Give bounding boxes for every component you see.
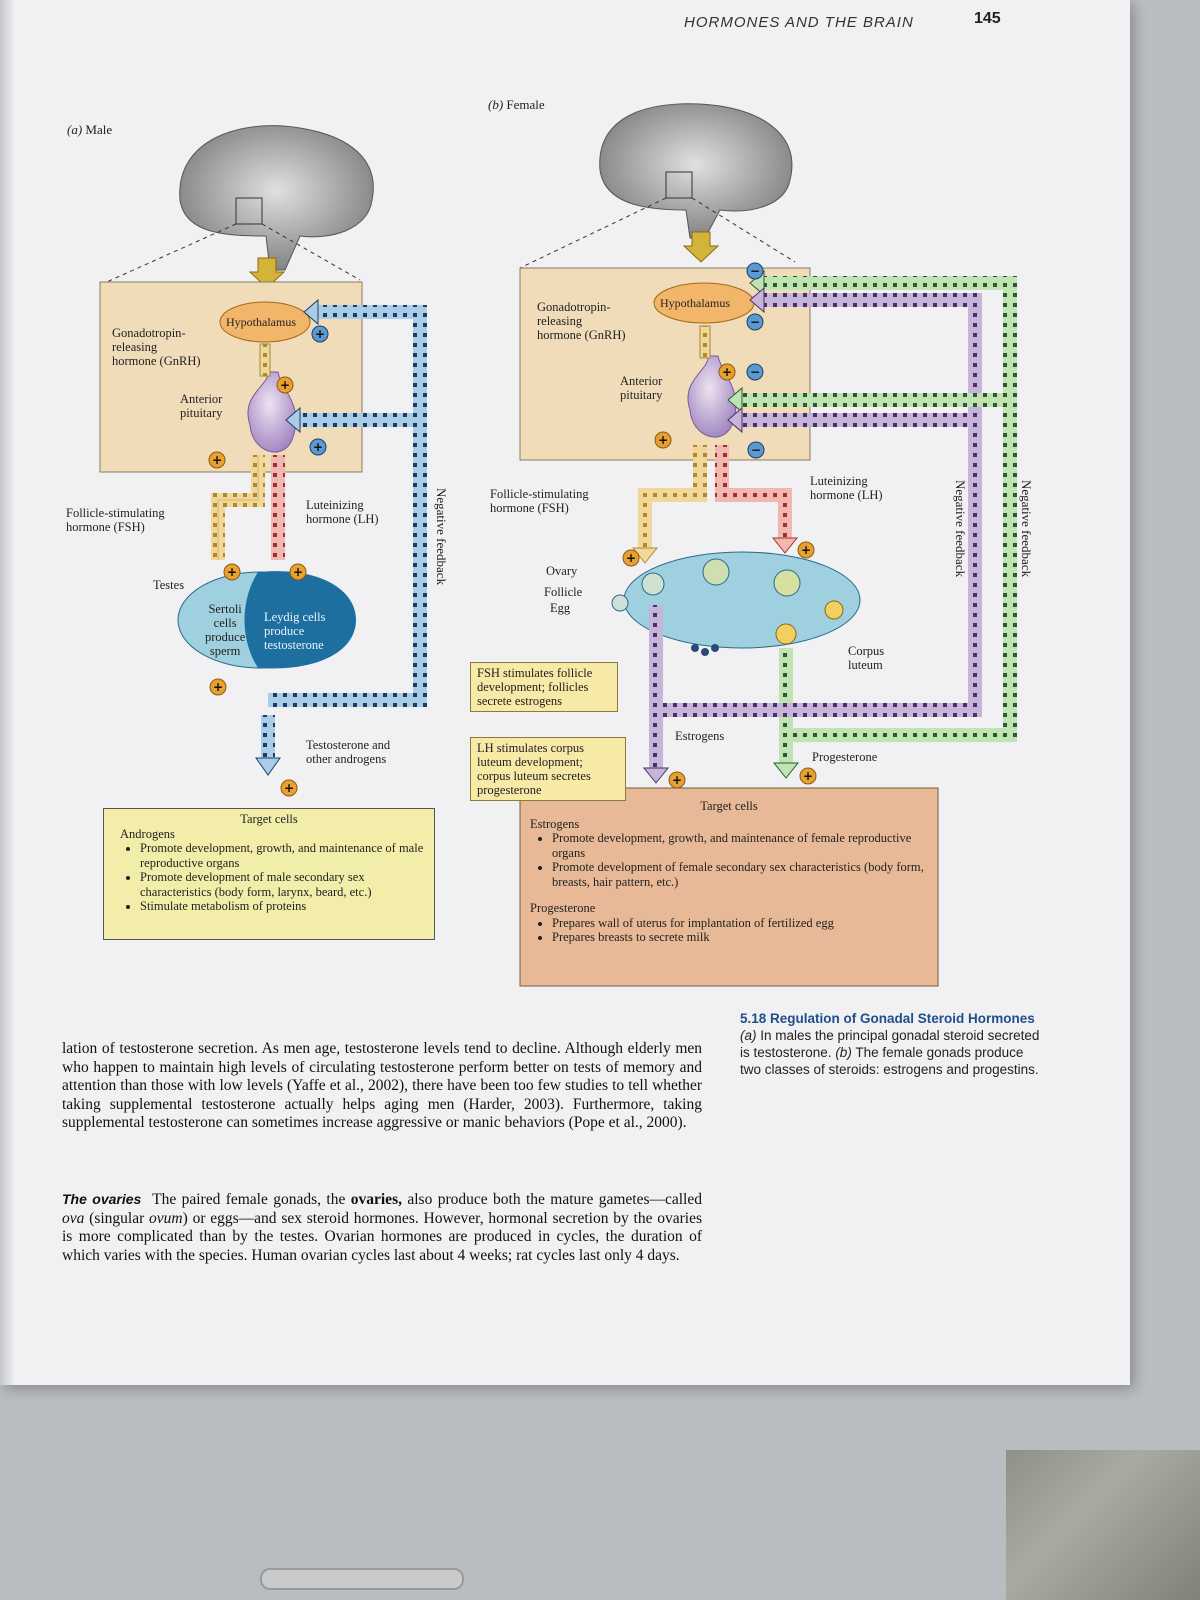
minus-sign-icon: −: [751, 443, 761, 457]
figure-caption: 5.18 Regulation of Gonadal Steroid Hormo…: [740, 1010, 1040, 1078]
plus-sign-icon: +: [212, 453, 222, 467]
plus-sign-icon: +: [315, 327, 325, 341]
progesterone-label: Progesterone: [812, 750, 878, 764]
female-anterior-pituitary-label: Anterior pituitary: [620, 374, 663, 402]
female-progesterone-item: Prepares breasts to secrete milk: [552, 930, 928, 945]
male-target-box: Target cells Androgens Promote developme…: [103, 808, 435, 940]
plus-sign-icon: +: [803, 769, 813, 783]
female-estrogens-heading: Estrogens: [530, 816, 580, 831]
male-brain: [179, 125, 374, 271]
running-head: HORMONES AND THE BRAIN: [684, 14, 914, 31]
plus-sign-icon: +: [280, 378, 290, 392]
plus-sign-icon: +: [284, 781, 294, 795]
female-lh-label: Luteinizing hormone (LH): [810, 474, 883, 502]
minus-sign-icon: −: [750, 365, 760, 379]
female-target-box: [519, 787, 939, 987]
male-down-arrow: [248, 257, 286, 289]
plus-sign-icon: +: [293, 565, 303, 579]
female-progesterone-heading: Progesterone: [530, 901, 596, 915]
male-hypothalamus-label: Hypothalamus: [226, 315, 296, 329]
testes-label: Testes: [153, 578, 185, 592]
minus-sign-icon: −: [750, 315, 760, 329]
male-gnrh-label: Gonadotropin- releasing hormone (GnRH): [112, 326, 201, 368]
male-target-item: Promote development of male secondary se…: [140, 870, 434, 899]
ovary-label: Ovary: [546, 564, 578, 578]
female-target-text: Target cells Estrogens Promote developme…: [530, 799, 928, 945]
female-down-arrow: [682, 231, 720, 263]
sertoli-label: Sertoli cells produce sperm: [205, 602, 246, 658]
corpus-luteum-label: Corpus luteum: [848, 644, 885, 672]
plus-sign-icon: +: [213, 680, 223, 694]
male-negative-feedback-label: Negative feedback: [434, 488, 449, 586]
female-negative-feedback-inner-label: Negative feedback: [953, 480, 968, 578]
panel-b-label: (b) Female: [488, 97, 545, 112]
follicle-label: Follicle: [544, 585, 583, 599]
plus-sign-icon: +: [801, 543, 811, 557]
male-androgens-heading: Androgens: [120, 826, 175, 841]
female-fsh-label: Follicle-stimulating hormone (FSH): [490, 487, 589, 515]
home-indicator-bar[interactable]: [260, 1568, 464, 1590]
male-target-item: Stimulate metabolism of proteins: [140, 899, 434, 914]
egg-label: Egg: [550, 601, 571, 615]
caption-a-text: In males the principal gonadal steroid s…: [740, 1028, 1040, 1060]
female-estrogen-item: Promote development, growth, and mainten…: [552, 831, 928, 860]
female-signs: − − + − + − + + + +: [622, 262, 817, 789]
female-brain: [599, 103, 793, 239]
fsh-stimulates-box: FSH stimulates follicle development; fol…: [470, 662, 618, 712]
leydig-label: Leydig cells produce testosterone: [264, 610, 326, 652]
page-gutter: [0, 0, 14, 1385]
male-fsh-label: Follicle-stimulating hormone (FSH): [66, 506, 165, 534]
male-target-item: Promote development, growth, and mainten…: [140, 841, 434, 870]
plus-sign-icon: +: [658, 433, 668, 447]
body-paragraph-1: lation of testosterone secretion. As men…: [62, 1040, 702, 1131]
page-number: 145: [974, 10, 1001, 27]
male-anterior-pituitary-label: Anterior pituitary: [180, 392, 223, 420]
androgens-out-label: Testosterone and other androgens: [306, 738, 391, 766]
estrogens-label: Estrogens: [675, 729, 725, 743]
male-target-title: Target cells: [240, 812, 298, 826]
panel-a-label: (a) Male: [67, 122, 113, 137]
plus-sign-icon: +: [672, 773, 682, 787]
female-progesterone-item: Prepares wall of uterus for implantation…: [552, 916, 928, 931]
caption-title: Regulation of Gonadal Steroid Hormones: [770, 1011, 1035, 1026]
plus-sign-icon: +: [227, 565, 237, 579]
lh-stimulates-box: LH stimulates corpus luteum development;…: [470, 737, 626, 801]
female-target-title: Target cells: [700, 799, 758, 813]
leydig-cells-region: [244, 571, 356, 669]
body-paragraph-2: The ovaries The paired female gonads, th…: [62, 1191, 702, 1264]
female-hypothalamus-label: Hypothalamus: [660, 296, 730, 310]
male-lh-label: Luteinizing hormone (LH): [306, 498, 379, 526]
female-estrogen-item: Promote development of female secondary …: [552, 860, 928, 889]
minus-sign-icon: −: [750, 264, 760, 278]
caption-a-letter: (a): [740, 1028, 757, 1043]
plus-sign-icon: +: [722, 365, 732, 379]
caption-b-text: The female gonads produce two classes of…: [740, 1045, 1039, 1077]
caption-b-letter: (b): [835, 1045, 852, 1060]
female-negative-feedback-outer-label: Negative feedback: [1019, 480, 1034, 578]
plus-sign-icon: +: [626, 551, 636, 565]
background-surface: [1006, 1450, 1200, 1600]
plus-sign-icon: +: [313, 440, 323, 454]
male-hypothalamus: [219, 301, 311, 343]
figure-5-18-diagram: + + + + + + + +: [99, 103, 1017, 987]
female-gnrh-label: Gonadotropin- releasing hormone (GnRH): [537, 300, 626, 342]
caption-number: 5.18: [740, 1011, 767, 1026]
male-signs: + + + + + + + +: [208, 325, 329, 797]
book-page: HORMONES AND THE BRAIN 145: [0, 0, 1130, 1385]
section-runin-ovaries: The ovaries: [62, 1191, 142, 1207]
